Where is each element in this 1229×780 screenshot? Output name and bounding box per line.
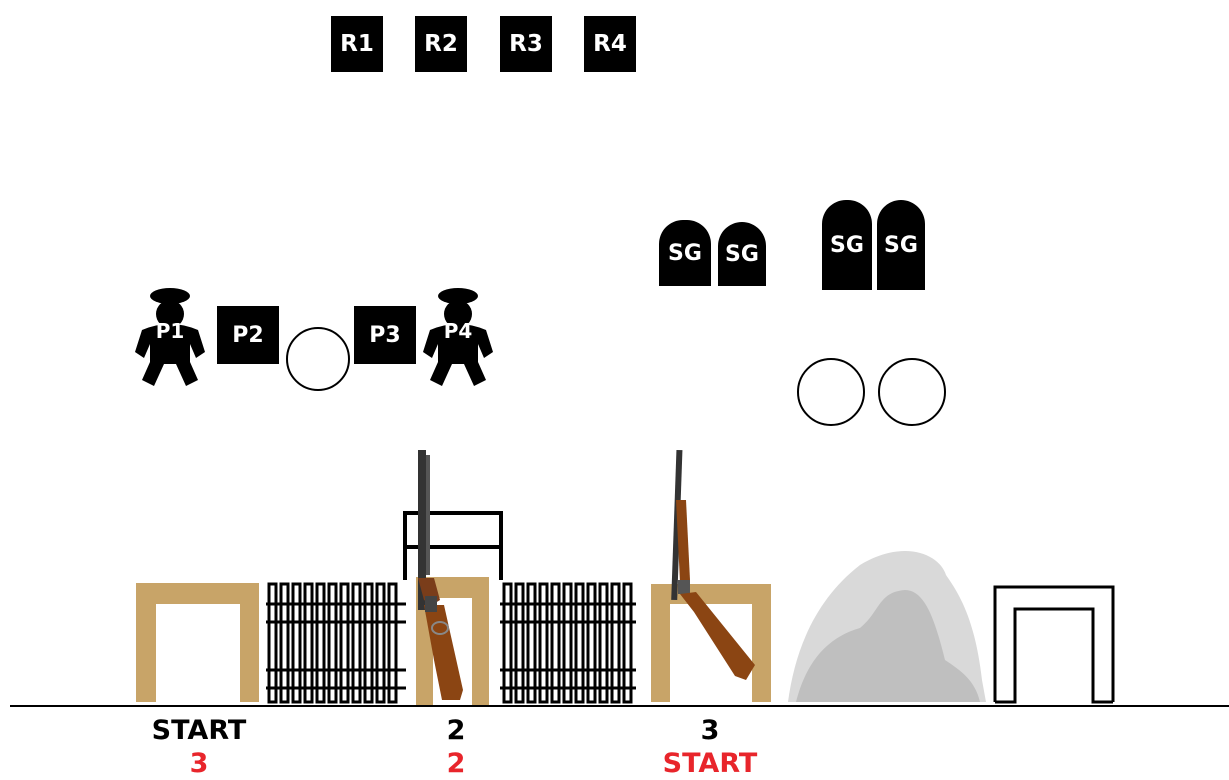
- pistol-target-p2: P2: [217, 306, 279, 364]
- shotgun-plate-circle-1: [797, 358, 865, 426]
- shotgun-table: [651, 584, 771, 702]
- window-frame-icon: [995, 587, 1113, 702]
- station-label-2: 2: [447, 715, 466, 746]
- fence-icon: [500, 584, 636, 702]
- pistol-target-p3: P3: [354, 306, 416, 364]
- rock-icon: [788, 551, 986, 702]
- fence-icon: [266, 584, 406, 702]
- station-label-1: START: [152, 715, 247, 746]
- shotgun-plate-circle-2: [878, 358, 946, 426]
- station-order-2: 2: [447, 748, 466, 779]
- popper-circle-1: [286, 327, 350, 391]
- start-table: [136, 583, 259, 702]
- pistol-target-p1: P1: [152, 319, 188, 343]
- station-order-3: START: [663, 748, 758, 779]
- pistol-target-p4: P4: [440, 319, 476, 343]
- shotgun-icon: [671, 450, 755, 680]
- station-order-1: 3: [190, 748, 209, 779]
- station-label-3: 3: [701, 715, 720, 746]
